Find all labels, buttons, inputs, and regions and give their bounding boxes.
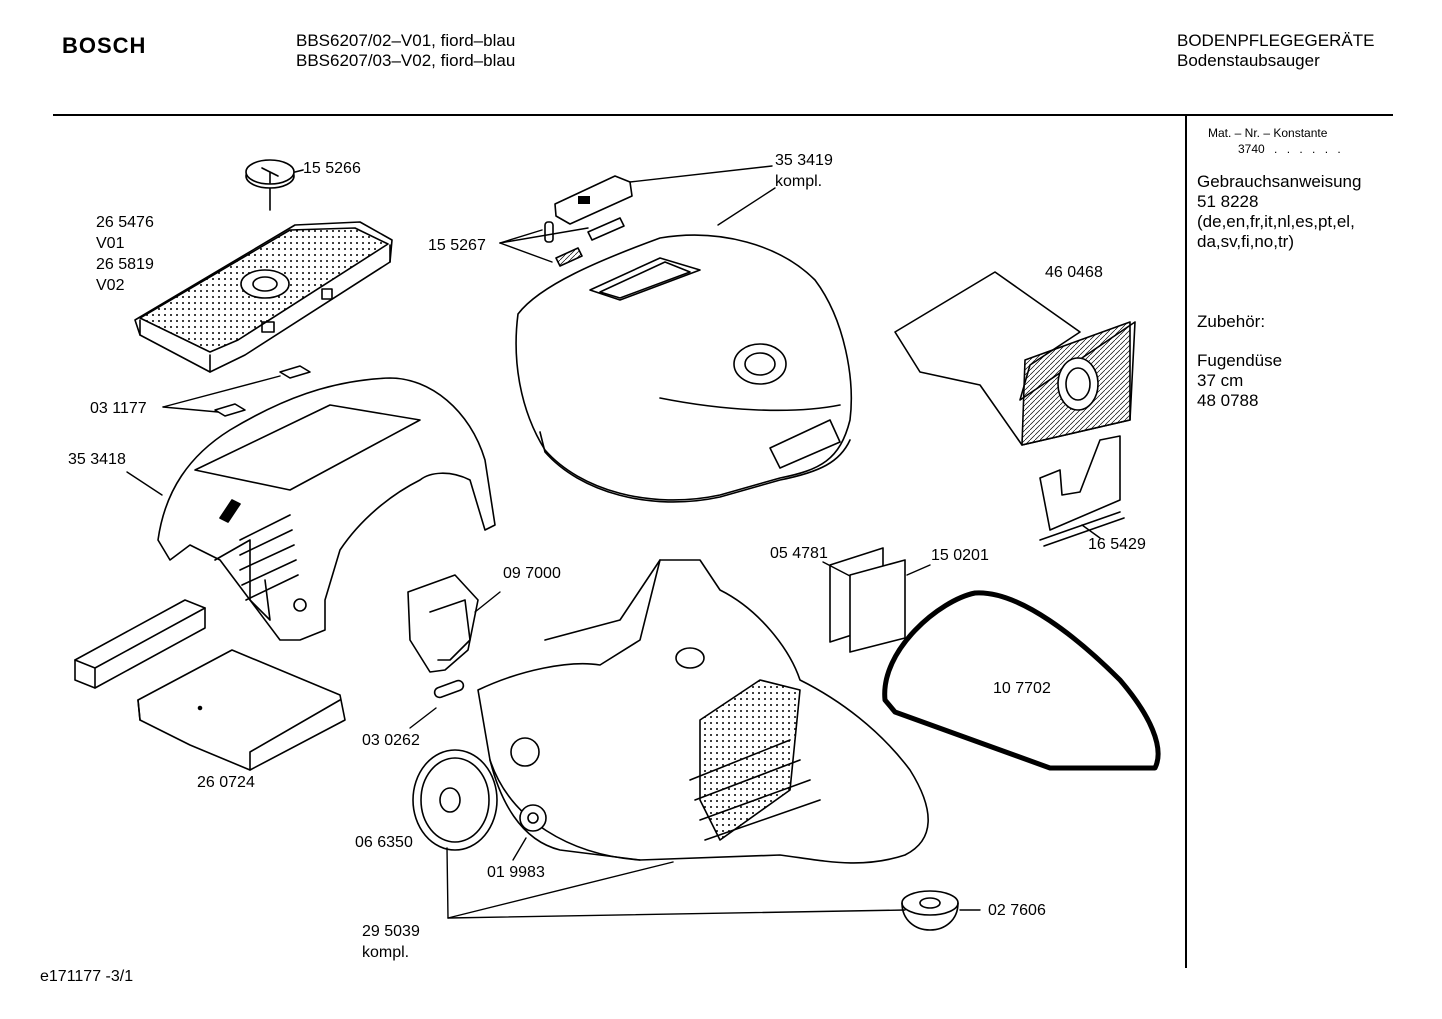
accessory-size: 37 cm <box>1197 371 1244 390</box>
part-variant: V02 <box>96 277 125 294</box>
manual-languages-2: da,sv,fi,no,tr) <box>1197 232 1294 251</box>
manual-title: Gebrauchsanweisung <box>1197 172 1362 191</box>
part-label: 46 0468 <box>1045 264 1103 281</box>
star-washer-part <box>519 804 547 832</box>
part-note: kompl. <box>362 944 410 961</box>
part-label: 35 3418 <box>68 451 126 468</box>
leader-lines <box>126 165 1101 919</box>
motor-filter-part <box>829 547 906 653</box>
part-label: 02 7606 <box>988 902 1046 919</box>
part-label: 26 5476 <box>96 214 154 231</box>
clip-part <box>214 365 311 417</box>
part-label: 15 5266 <box>303 160 361 177</box>
lock-mechanism-part <box>544 175 633 267</box>
manual-languages-1: (de,en,fr,it,nl,es,pt,el, <box>1197 212 1355 231</box>
filter-knob-part <box>245 159 304 211</box>
dust-lid-part <box>515 234 853 503</box>
part-label: 35 3419 <box>775 152 833 169</box>
part-variant: V01 <box>96 235 125 252</box>
category-subtitle: Bodenstaubsauger <box>1177 51 1320 70</box>
seal-ring-part <box>882 590 1161 771</box>
part-label: 09 7000 <box>503 565 561 582</box>
mat-value: 3740 . . . . . . <box>1238 142 1344 156</box>
manual-number: 51 8228 <box>1197 192 1259 211</box>
part-label: 01 9983 <box>487 864 545 881</box>
category-title: BODENPFLEGEGERÄTE <box>1177 31 1375 50</box>
filter-cover-part <box>134 221 393 373</box>
sidebar-divider <box>1185 116 1187 968</box>
accessories-title: Zubehör: <box>1197 312 1266 331</box>
mat-dots: . . . . . . <box>1274 142 1344 156</box>
accessory-number: 48 0788 <box>1197 391 1259 410</box>
part-label: 03 1177 <box>90 400 147 417</box>
part-label: 06 6350 <box>355 834 413 851</box>
wheel-part <box>412 749 498 851</box>
housing-shell-part <box>157 377 496 641</box>
accessory-name: Fugendüse <box>1197 351 1283 370</box>
document-id: e171177 -3/1 <box>40 968 134 985</box>
foam-block-part <box>74 599 206 689</box>
part-label: 16 5429 <box>1088 536 1146 553</box>
header-divider <box>53 114 1393 116</box>
part-label: 15 0201 <box>931 547 989 564</box>
mat-label: Mat. – Nr. – Konstante <box>1208 126 1328 140</box>
castor-part <box>901 890 959 931</box>
model-line-2: BBS6207/03–V02, fiord–blau <box>296 51 516 70</box>
part-label: 03 0262 <box>362 732 420 749</box>
model-line-1: BBS6207/02–V01, fiord–blau <box>296 31 516 50</box>
part-note: kompl. <box>775 173 823 190</box>
part-label: 26 0724 <box>197 774 255 791</box>
filter-plate-part <box>137 649 346 771</box>
dust-bag-part <box>894 271 1136 446</box>
brand-logo: BOSCH <box>62 33 147 58</box>
vacuum-base-part <box>477 559 929 864</box>
part-label: 15 5267 <box>428 237 486 254</box>
part-label: 29 5039 <box>362 923 420 940</box>
bag-holder-part <box>1039 435 1125 547</box>
hose-socket-part <box>407 574 479 699</box>
part-label: 05 4781 <box>770 545 828 562</box>
part-label: 10 7702 <box>993 680 1051 697</box>
part-label: 26 5819 <box>96 256 154 273</box>
